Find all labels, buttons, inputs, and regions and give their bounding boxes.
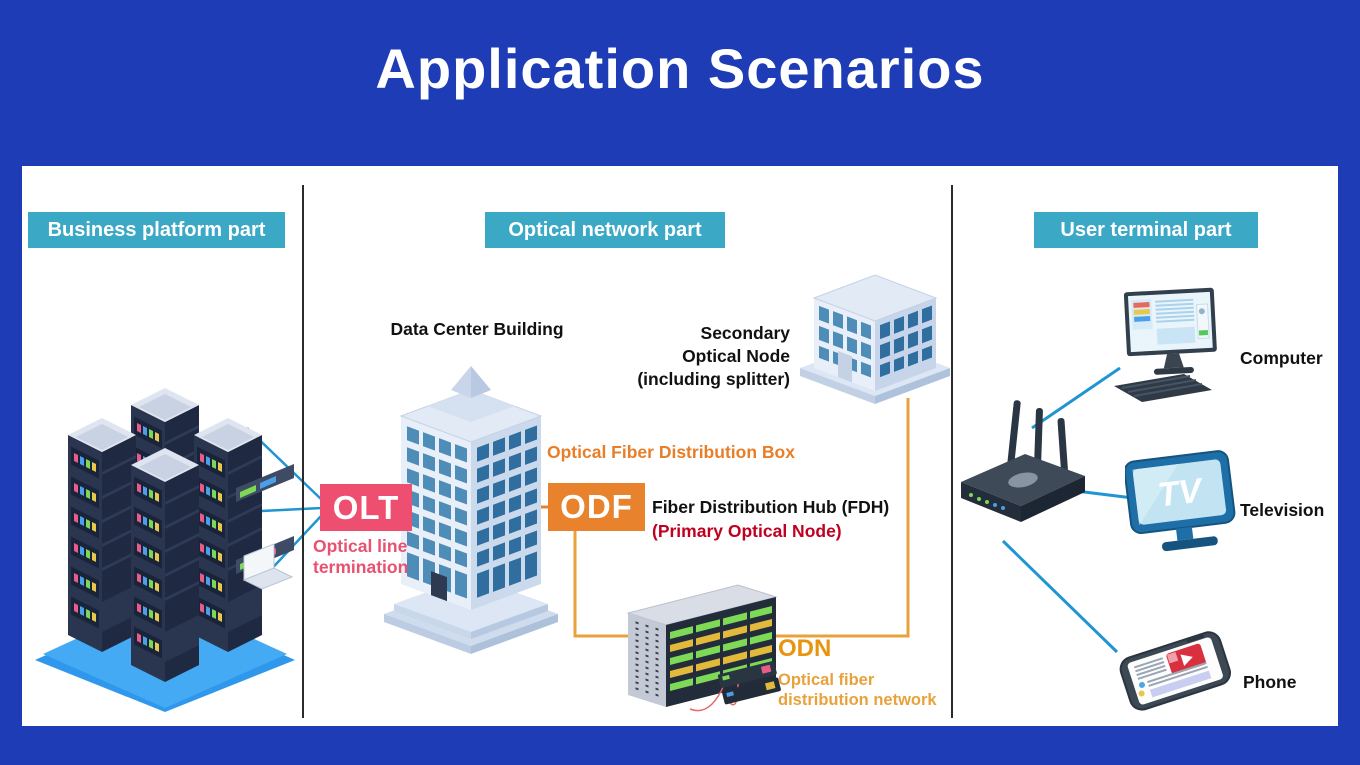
secondary-node-line1: Secondary — [700, 323, 790, 343]
server-racks-icon — [35, 360, 295, 712]
tv-icon: TV — [1125, 450, 1236, 552]
section-header-business: Business platform part — [28, 212, 285, 248]
odn-label: ODN — [778, 635, 832, 662]
section-header-optical: Optical network part — [485, 212, 725, 248]
data-center-building-icon — [384, 366, 558, 654]
diagram-panel: Business platform part Optical network p… — [22, 166, 1338, 726]
secondary-node-label: Secondary Optical Node (including splitt… — [612, 322, 790, 391]
page-title: Application Scenarios — [375, 37, 985, 100]
section-header-user: User terminal part — [1034, 212, 1258, 248]
router-tv-line — [1075, 489, 1134, 500]
olt-description: Optical line termination — [313, 536, 408, 578]
secondary-node-line3: (including splitter) — [637, 369, 790, 389]
odn-description: Optical fiber distribution network — [778, 670, 937, 710]
olt-badge: OLT — [320, 484, 412, 531]
section-divider-2 — [951, 185, 953, 718]
device-label-television: Television — [1240, 500, 1325, 520]
router-computer-line — [1031, 366, 1121, 430]
odn-desc-line2: distribution network — [778, 691, 937, 709]
laptop-icon — [242, 543, 294, 590]
media-converter-icon — [717, 661, 781, 705]
olt-desc-line2: termination — [313, 557, 409, 577]
data-center-label: Data Center Building — [390, 319, 564, 339]
odf-badge: ODF — [548, 483, 645, 531]
device-label-phone: Phone — [1243, 672, 1297, 692]
primary-node-label: (Primary Optical Node) — [652, 521, 842, 541]
section-divider-1 — [302, 185, 304, 718]
secondary-node-line2: Optical Node — [682, 346, 790, 366]
olt-desc-line1: Optical line — [313, 536, 408, 556]
odf-box-label: Optical Fiber Distribution Box — [547, 442, 795, 462]
odn-desc-line1: Optical fiber — [778, 671, 875, 689]
device-label-computer: Computer — [1240, 348, 1323, 368]
router-icon — [961, 400, 1085, 522]
secondary-building-icon — [800, 274, 950, 404]
switch-unit-icon — [236, 464, 294, 502]
phone-icon — [1119, 631, 1231, 711]
fdh-label: Fiber Distribution Hub (FDH) — [652, 497, 890, 517]
odn-cabinet-icon — [626, 584, 781, 712]
computer-icon — [1114, 287, 1217, 402]
tv-screen-text: TV — [1156, 471, 1207, 514]
router-phone-line — [1001, 539, 1119, 654]
